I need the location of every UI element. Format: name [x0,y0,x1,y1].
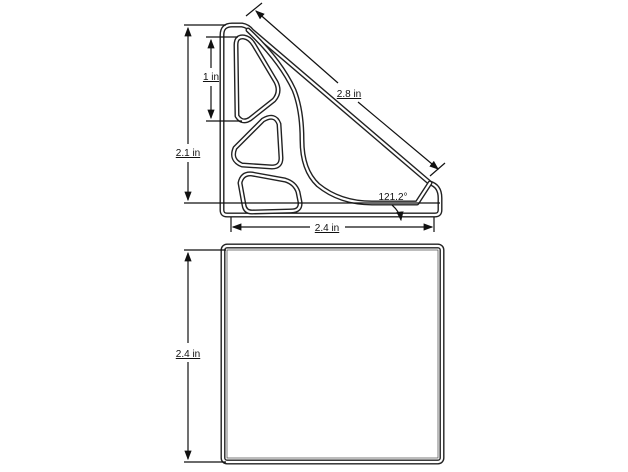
label-square-height: 2.4 in [176,349,200,360]
square-part [220,243,445,465]
label-opening: 1 in [203,72,219,83]
label-base: 2.4 in [315,223,339,234]
dimension-square [184,249,226,463]
angle-arc [391,204,404,222]
dimension-base [230,217,435,232]
dimension-opening [206,36,242,122]
dimension-hypotenuse [245,2,446,177]
label-angle: 121.2° [378,192,407,203]
label-hypotenuse: 2.8 in [337,89,361,100]
label-height: 2.1 in [176,148,200,159]
dimension-height [184,24,440,204]
cutout-lower [237,171,303,215]
gusset-part [219,22,443,218]
